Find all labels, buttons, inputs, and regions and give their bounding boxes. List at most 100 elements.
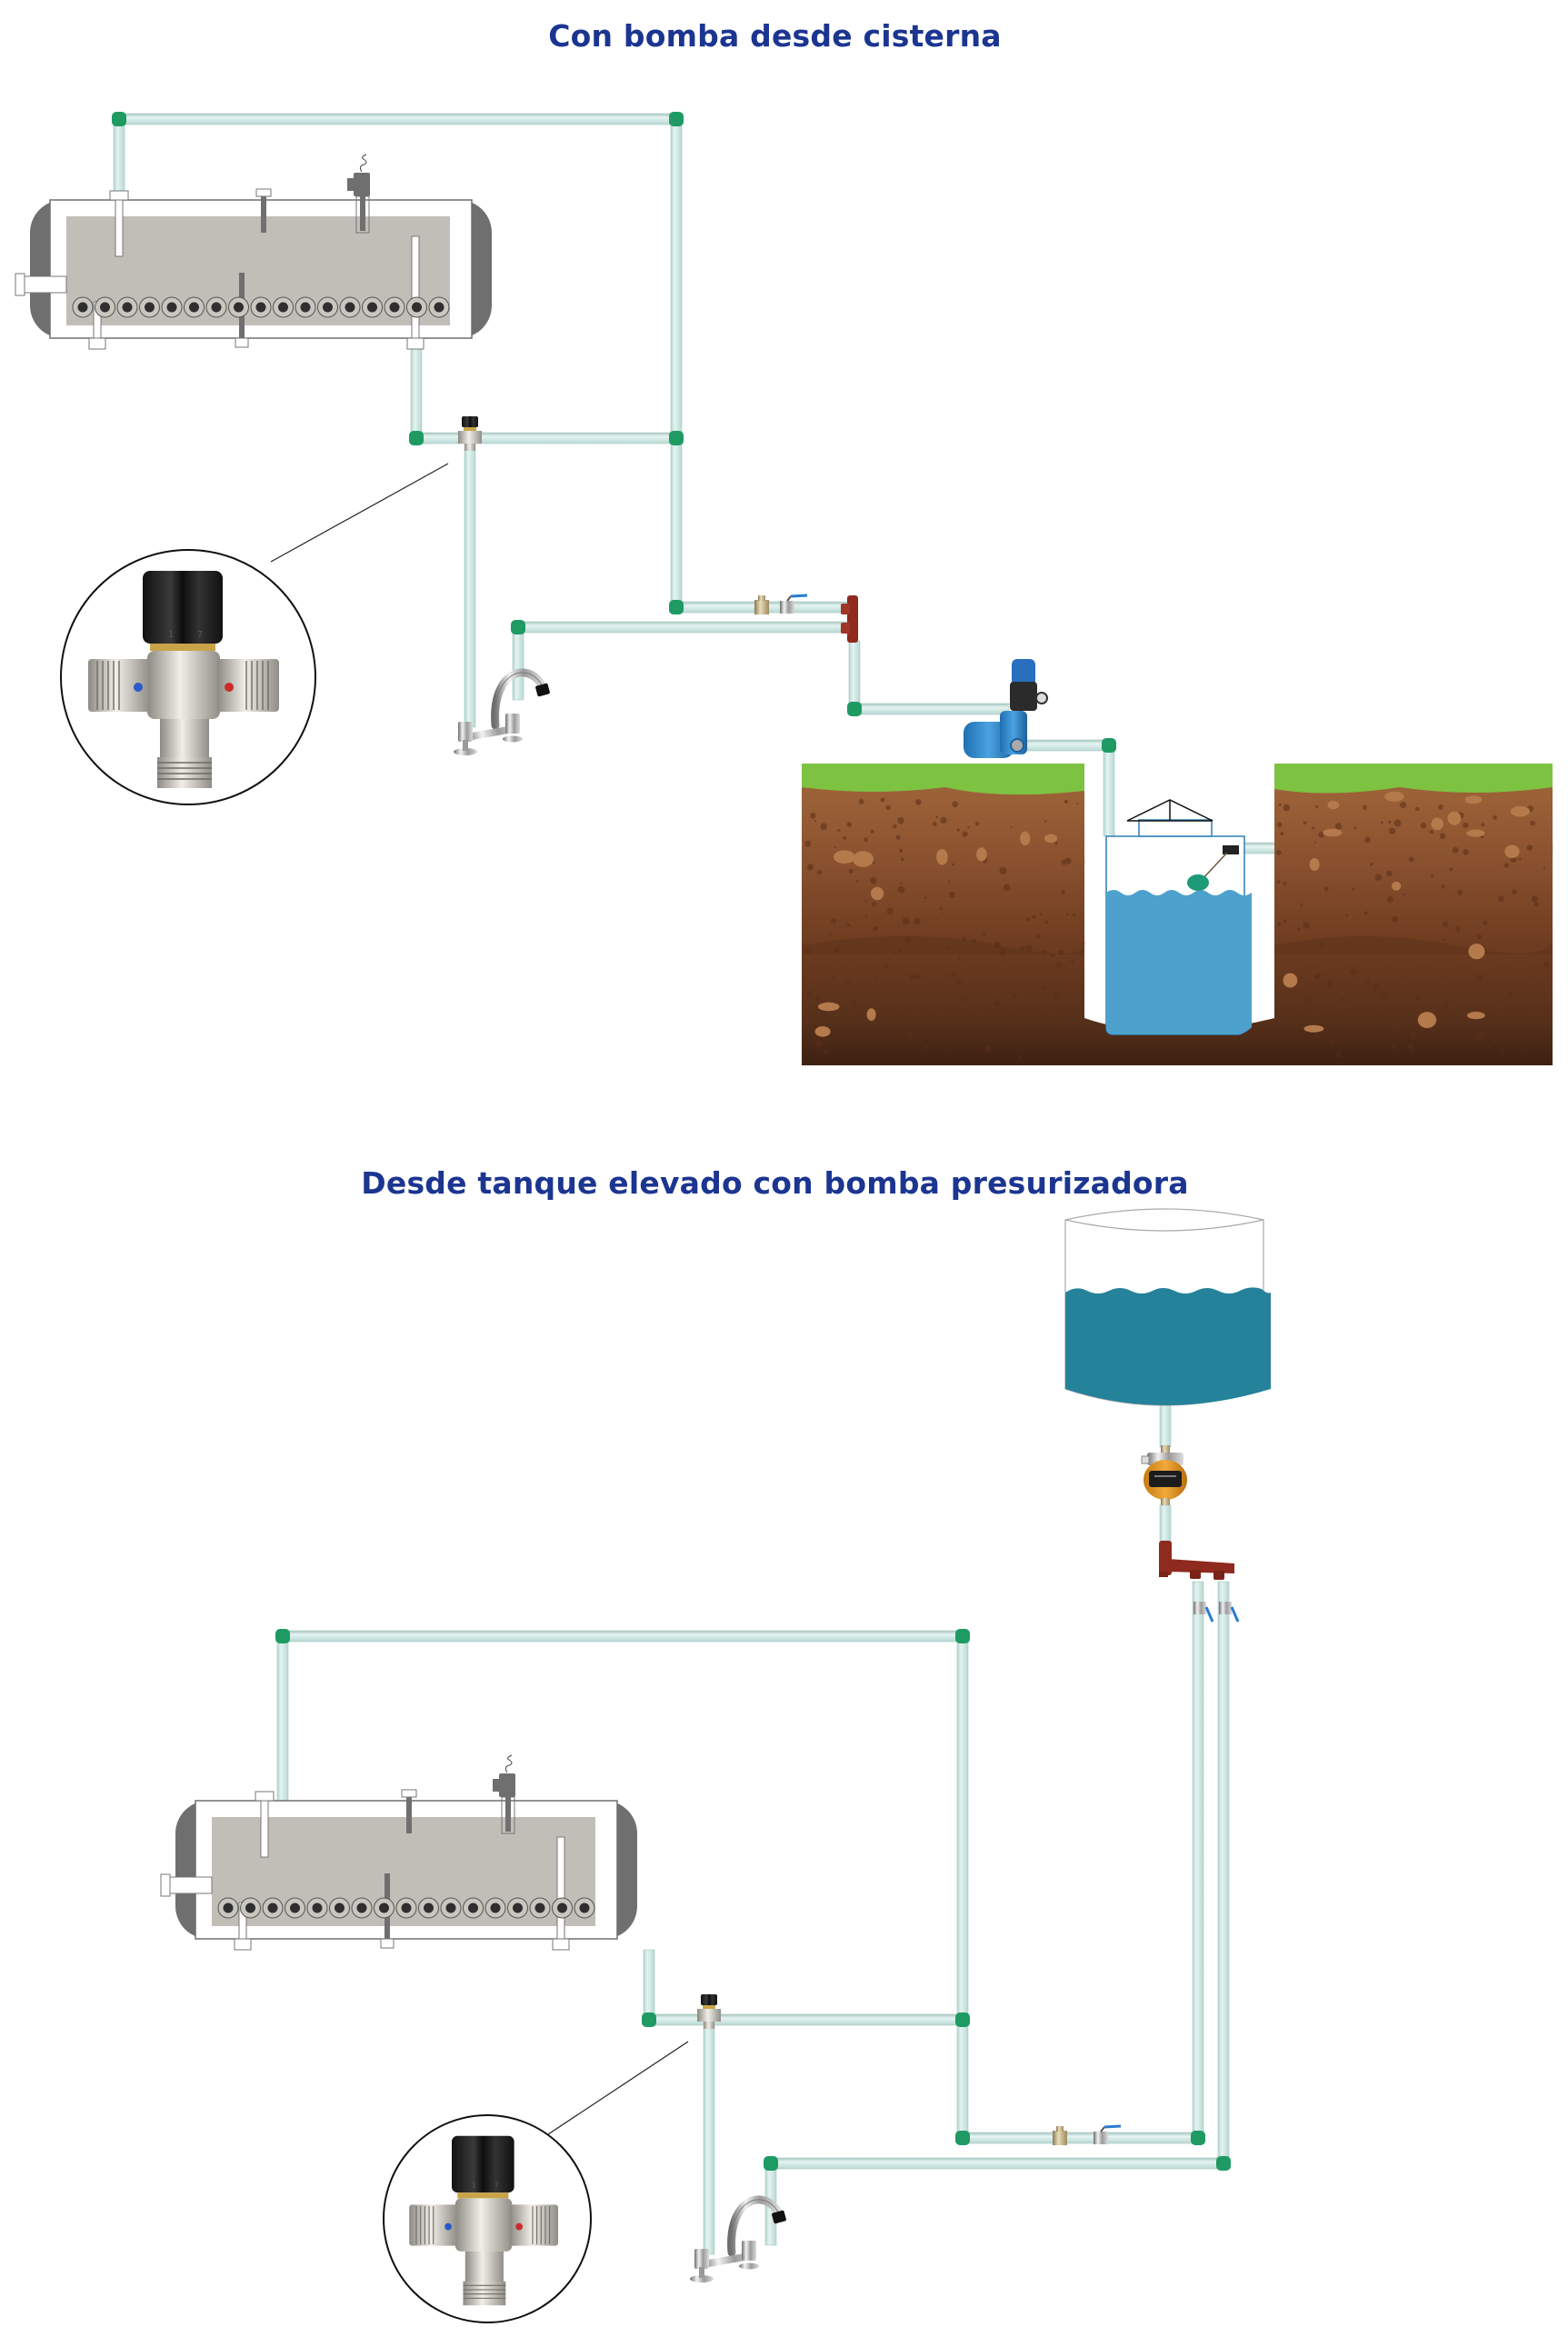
soil-speck [802, 1014, 810, 1022]
pipe-segment [643, 1949, 655, 2021]
soil-speck [1326, 980, 1333, 988]
soil-speck [1318, 943, 1323, 948]
soil-speck [1386, 870, 1393, 877]
soil-speck [1070, 959, 1074, 964]
soil-speck [1392, 915, 1399, 923]
soil-speck [853, 1016, 856, 1021]
diagram-elevated-tank: 1 7 [160, 1208, 1271, 2323]
pipe-segment [464, 437, 476, 728]
soil-speck [972, 938, 977, 944]
soil-speck [1313, 974, 1320, 980]
pipe-elbow [1102, 738, 1116, 753]
soil-speck [1311, 826, 1315, 830]
soil-speck [1065, 913, 1069, 916]
soil-speck [995, 997, 998, 1000]
soil-speck [888, 958, 892, 961]
tube-socket-core [579, 1903, 590, 1913]
soil-speck [804, 840, 812, 847]
soil-speck [1280, 832, 1284, 835]
pipe-segment [670, 118, 683, 608]
soil-speck [1374, 874, 1383, 881]
pipe-elbow [642, 2012, 656, 2027]
soil-speck [862, 1005, 865, 1009]
tube-socket-core [211, 302, 222, 313]
kitchen-faucet [690, 2195, 786, 2282]
tube-socket-core [379, 1903, 389, 1913]
soil-speck [1041, 950, 1046, 954]
soil-speck [1472, 1035, 1476, 1039]
soil-speck [1066, 1027, 1072, 1032]
soil-speck [1018, 1055, 1022, 1058]
tube-socket-core [255, 302, 266, 313]
soil-speck [1362, 804, 1367, 810]
pipe-segment [648, 2013, 964, 2026]
thermostatic-mixing-valve [458, 416, 482, 451]
soil-speck [1011, 1018, 1018, 1026]
soil-speck [1533, 902, 1539, 907]
soil-speck [994, 1000, 1001, 1008]
pipe-segment [1159, 1504, 1172, 1542]
soil-speck [1073, 914, 1076, 917]
soil-speck [1408, 856, 1414, 863]
dial-label-min: 1 [168, 630, 174, 640]
soil-speck [1297, 927, 1301, 931]
soil-speck [1345, 914, 1349, 917]
soil-speck [1395, 1025, 1402, 1032]
soil-speck [914, 974, 921, 979]
soil-speck [924, 896, 927, 900]
tube-socket-core [335, 1903, 345, 1913]
soil-stone [1431, 817, 1443, 831]
soil-speck [1443, 938, 1446, 942]
callout-leader-line [270, 463, 449, 563]
soil-speck [828, 933, 832, 936]
soil-speck [1012, 993, 1019, 999]
soil-speck [952, 801, 959, 808]
soil-stone [1467, 1012, 1485, 1020]
soil-speck [1003, 884, 1011, 892]
soil-speck [935, 815, 939, 819]
soil-speck [1064, 799, 1068, 804]
pipe-elbow [1191, 2131, 1205, 2145]
soil-speck [904, 936, 912, 944]
pipe-network [112, 112, 1553, 854]
soil-speck [897, 816, 904, 824]
cold-indicator-dot [444, 2222, 452, 2231]
soil-speck [942, 817, 947, 824]
soil-speck [1476, 977, 1479, 981]
soil-speck [1511, 889, 1517, 895]
mixing-valve-detail-callout: 1 7 [383, 2114, 592, 2323]
soil-speck [872, 861, 875, 864]
pressurizer-pump [1141, 1445, 1187, 1505]
pressure-gauge [1035, 692, 1048, 704]
soil-stone [1283, 973, 1298, 988]
soil-speck [1420, 822, 1427, 829]
check-valve [1053, 2126, 1067, 2145]
tube-socket-core [468, 1903, 478, 1913]
soil-speck [994, 941, 1001, 948]
pipe-segment [848, 640, 861, 710]
mixing-valve-detail-callout: 1 7 [60, 549, 316, 805]
soil-speck [1039, 913, 1043, 916]
soil-speck [1020, 1030, 1024, 1034]
soil-speck [1508, 991, 1514, 996]
pipe-elbow [275, 1629, 290, 1643]
solar-water-heater-tank [160, 1754, 638, 1951]
soil-speck [1431, 874, 1434, 877]
tube-socket-core [434, 302, 444, 313]
soil-stone [1468, 944, 1485, 960]
soil-speck [1033, 1006, 1039, 1013]
tube-socket-core [278, 302, 288, 313]
soil-speck [893, 824, 897, 829]
pipe-segment [962, 2132, 1199, 2144]
soil-speck [937, 917, 940, 920]
tube-socket-core [367, 302, 377, 313]
soil-speck [1429, 830, 1434, 834]
pipe-elbow [112, 112, 126, 126]
soil-speck [885, 804, 891, 811]
soil-speck [1323, 886, 1329, 892]
soil-speck [810, 813, 816, 819]
soil-stone [976, 847, 987, 862]
soil-speck [984, 1045, 992, 1053]
soil-stone [833, 850, 855, 864]
soil-speck [817, 870, 823, 875]
